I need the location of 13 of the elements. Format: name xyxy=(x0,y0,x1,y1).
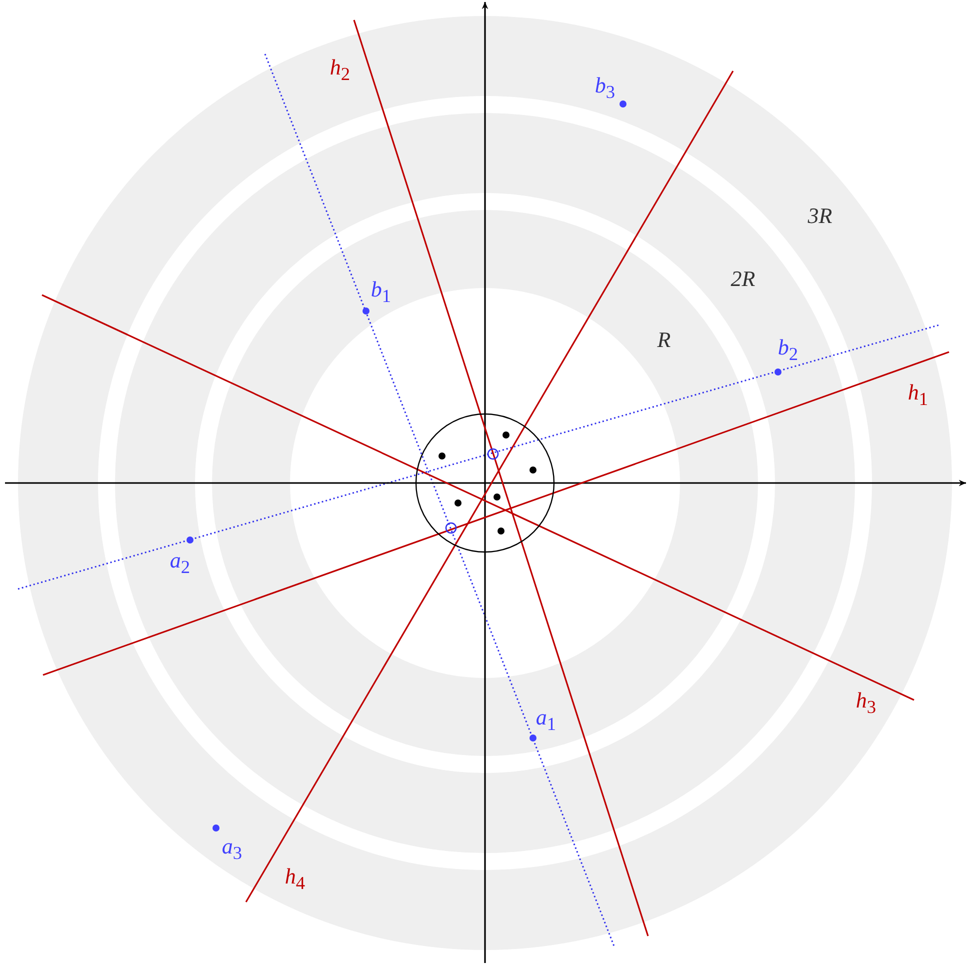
radius-label: 2R xyxy=(730,268,756,290)
line-label: h$_{3}$ xyxy=(856,690,876,716)
point-label: a$_{2}$ xyxy=(170,550,190,576)
point-label: b$_{2}$ xyxy=(778,336,798,364)
radius-label: R xyxy=(657,329,671,351)
radius-label: 3R xyxy=(808,205,832,227)
point-label: a$_{1}$ xyxy=(536,706,556,734)
line-label: h$_{2}$ xyxy=(330,56,350,84)
line-label: h$_{4}$ xyxy=(284,866,306,892)
line-label: h$_{1}$ xyxy=(908,382,928,408)
point-label: b$_{1}$ xyxy=(370,278,392,306)
point-label: a$_{3}$ xyxy=(222,836,242,862)
point-label: b$_{3}$ xyxy=(594,74,616,102)
